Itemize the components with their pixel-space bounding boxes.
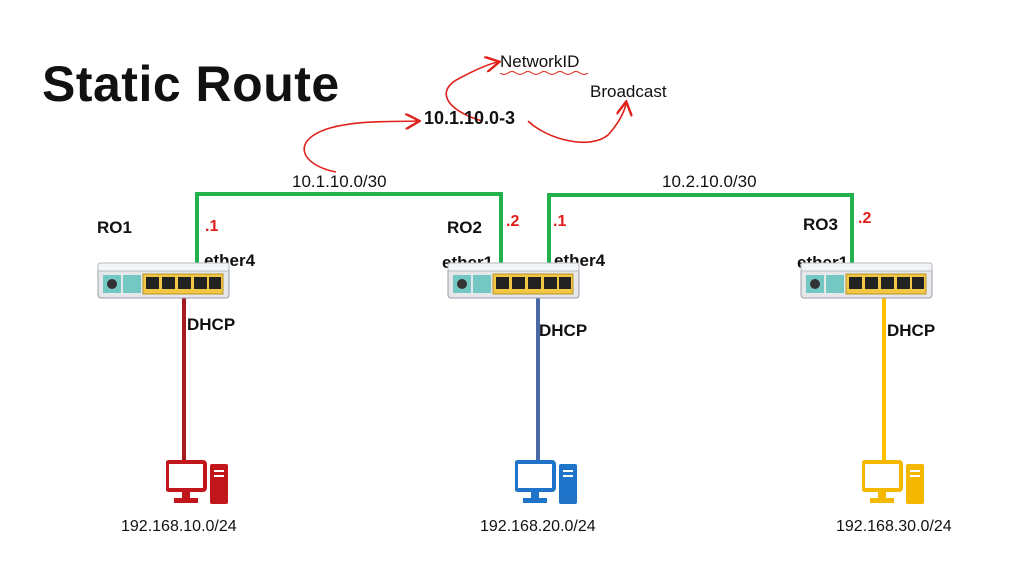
- lan-subnet-1: 192.168.10.0/24: [121, 518, 237, 535]
- network-id-label: NetworkID: [500, 52, 580, 71]
- arrow-link-to-subnet: [303, 121, 418, 173]
- wan-link-1: [195, 192, 503, 287]
- pc-1-icon: [166, 460, 228, 504]
- router-name-ro2: RO2: [447, 218, 482, 237]
- pc-2-icon: [515, 460, 577, 504]
- ro3-lan-mode: DHCP: [887, 321, 936, 340]
- ro1-host-label: .1: [205, 218, 219, 235]
- router-ro1-icon: [97, 262, 230, 299]
- lan-subnet-3: 192.168.30.0/24: [836, 518, 952, 535]
- router-name-ro3: RO3: [803, 215, 838, 234]
- lan-subnet-2: 192.168.20.0/24: [480, 518, 596, 535]
- pc-3-icon: [862, 460, 924, 504]
- ro3-host-label: .2: [858, 210, 872, 227]
- broadcast-label: Broadcast: [590, 82, 667, 101]
- page-title: Static Route: [42, 56, 340, 112]
- arrow-to-broadcast: [527, 103, 626, 143]
- ro1-lan-mode: DHCP: [187, 315, 236, 334]
- ro2-lan-mode: DHCP: [539, 321, 588, 340]
- router-name-ro1: RO1: [97, 218, 132, 237]
- router-ro3-icon: [800, 262, 933, 299]
- subnet-range-label: 10.1.10.0-3: [424, 108, 516, 128]
- ro2-ether4-host-label: .1: [553, 213, 567, 230]
- router-ro2-icon: [447, 262, 580, 299]
- link-label-2: 10.2.10.0/30: [662, 172, 757, 191]
- wan-link-2: [547, 193, 854, 287]
- ro2-ether1-host-label: .2: [506, 213, 520, 230]
- networkid-underline: [499, 71, 589, 75]
- link-label-1: 10.1.10.0/30: [292, 172, 387, 191]
- arrow-to-networkid: [445, 62, 498, 122]
